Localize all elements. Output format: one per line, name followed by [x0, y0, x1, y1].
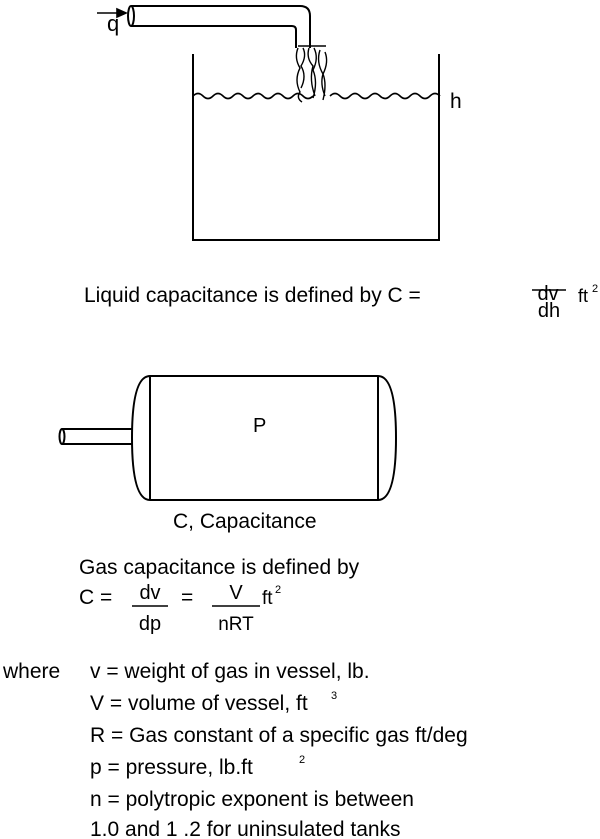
gas-frac2-num: V	[229, 582, 243, 604]
liquid-frac-num: dv	[537, 283, 558, 305]
vessel-pipe	[62, 428, 132, 445]
gas-frac2-den: nRT	[218, 614, 254, 635]
flow-arrow-icon	[97, 7, 128, 19]
gas-equals: =	[181, 586, 193, 609]
falling-stream	[295, 45, 328, 103]
legend-R-def: R = Gas constant of a specific gas ft/de…	[90, 724, 468, 747]
vessel-caption: C, Capacitance	[173, 510, 317, 533]
liquid-frac-den: dh	[538, 300, 560, 322]
vessel-pipe-end	[58, 428, 66, 445]
tank-walls	[192, 54, 440, 241]
liquid-tank	[127, 5, 441, 241]
pipe-open-end	[127, 5, 135, 27]
legend-n-def2: 1.0 and 1 .2 for uninsulated tanks	[90, 818, 401, 839]
liquid-unit-exp: 2	[592, 283, 598, 295]
legend-p-def: p = pressure, lb.ft	[90, 756, 253, 779]
liquid-caption: Liquid capacitance is defined by C =	[84, 284, 421, 307]
pressure-label: P	[253, 415, 266, 437]
gas-unit: ft	[262, 588, 273, 609]
legend-p-exp: 2	[299, 754, 305, 766]
liquid-unit: ft	[578, 286, 588, 306]
legend-where: where	[2, 660, 60, 683]
inlet-pipe	[131, 5, 311, 48]
gas-unit-exp: 2	[275, 584, 281, 596]
legend-v-def: v = weight of gas in vessel, lb.	[90, 660, 370, 683]
legend-V-def: V = volume of vessel, ft	[90, 692, 308, 715]
liquid-surface-right	[329, 92, 441, 100]
gas-def-c: C =	[79, 586, 112, 609]
gas-frac1-num: dv	[139, 582, 160, 604]
liquid-surface-left	[192, 92, 314, 100]
legend-n-def: n = polytropic exponent is between	[90, 788, 414, 811]
level-label: h	[450, 90, 462, 113]
gas-frac1-den: dp	[139, 613, 161, 635]
gas-def-line1: Gas capacitance is defined by	[79, 556, 360, 579]
vessel-left-cap	[130, 375, 151, 501]
legend-V-exp: 3	[331, 690, 337, 702]
vessel-right-cap	[377, 375, 398, 501]
gas-vessel	[58, 375, 398, 501]
flow-label: q	[107, 11, 119, 36]
